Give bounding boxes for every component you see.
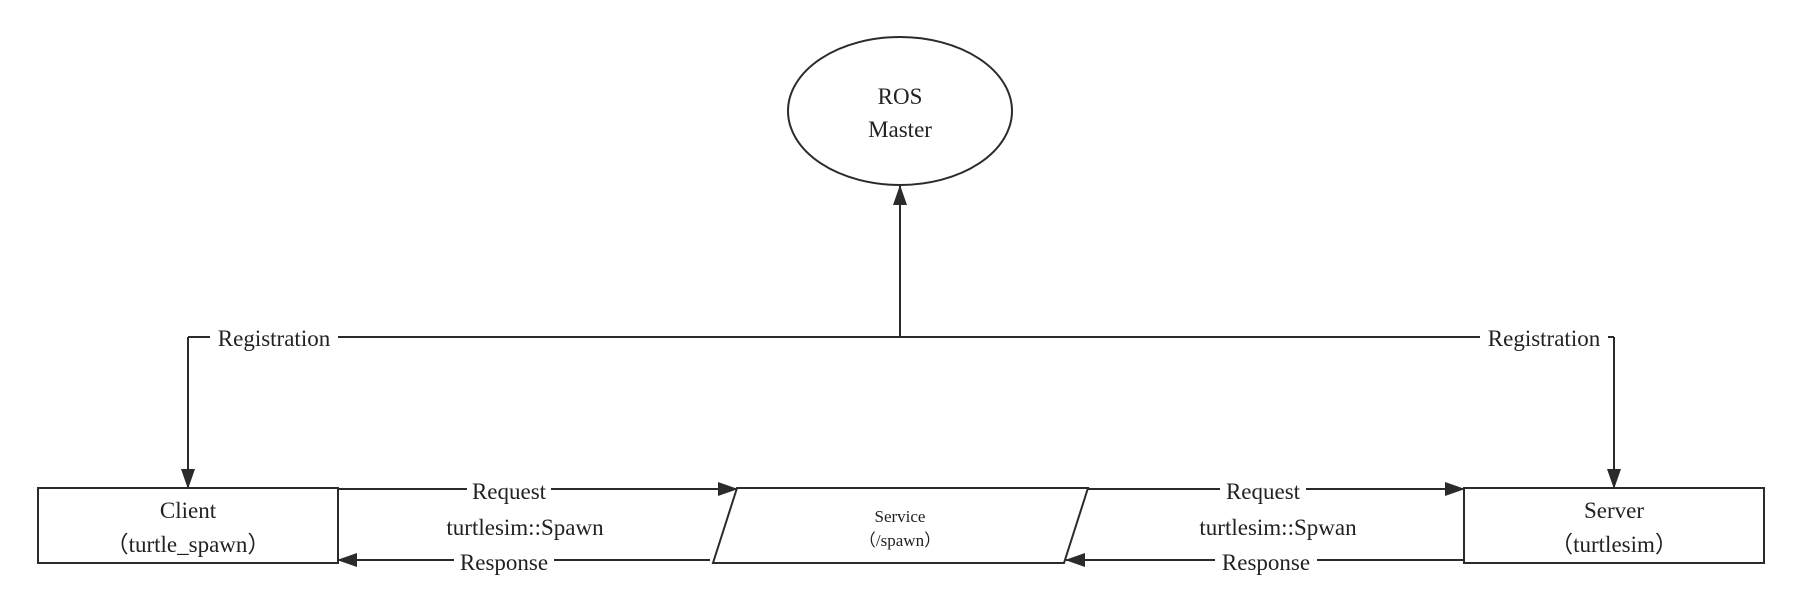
response-label-right: Response: [1222, 550, 1310, 575]
response-label-left: Response: [460, 550, 548, 575]
server-label-line1: Server: [1584, 498, 1644, 523]
ros-master-ellipse: [787, 36, 1013, 186]
service-server-connection: Request turtlesim::Spwan Response: [1065, 477, 1465, 576]
service-parallelogram: [711, 487, 1090, 564]
ros-master-label-line2: Master: [868, 117, 932, 142]
service-node[interactable]: Service （/spawn）: [711, 487, 1090, 564]
service-label-line2: （/spawn）: [859, 531, 941, 550]
request-label-left: Request: [472, 479, 547, 504]
client-service-connection: Request turtlesim::Spawn Response: [337, 477, 738, 576]
client-label-line2: （turtle_spawn）: [106, 532, 271, 557]
registration-label-right: Registration: [1488, 326, 1601, 351]
type-label-left: turtlesim::Spawn: [446, 515, 604, 540]
server-label-line2: （turtlesim）: [1550, 532, 1678, 557]
server-box: [1463, 487, 1765, 564]
request-label-right: Request: [1226, 479, 1301, 504]
client-box: [37, 487, 339, 564]
registration-connector: Registration Registration: [181, 185, 1621, 489]
client-label-line1: Client: [160, 498, 217, 523]
client-node[interactable]: Client （turtle_spawn）: [37, 487, 339, 564]
server-node[interactable]: Server （turtlesim）: [1463, 487, 1765, 564]
type-label-right: turtlesim::Spwan: [1199, 515, 1357, 540]
registration-label-left: Registration: [218, 326, 331, 351]
ros-master-node[interactable]: ROS Master: [787, 36, 1013, 186]
ros-master-label-line1: ROS: [878, 84, 923, 109]
service-label-line1: Service: [875, 507, 926, 526]
